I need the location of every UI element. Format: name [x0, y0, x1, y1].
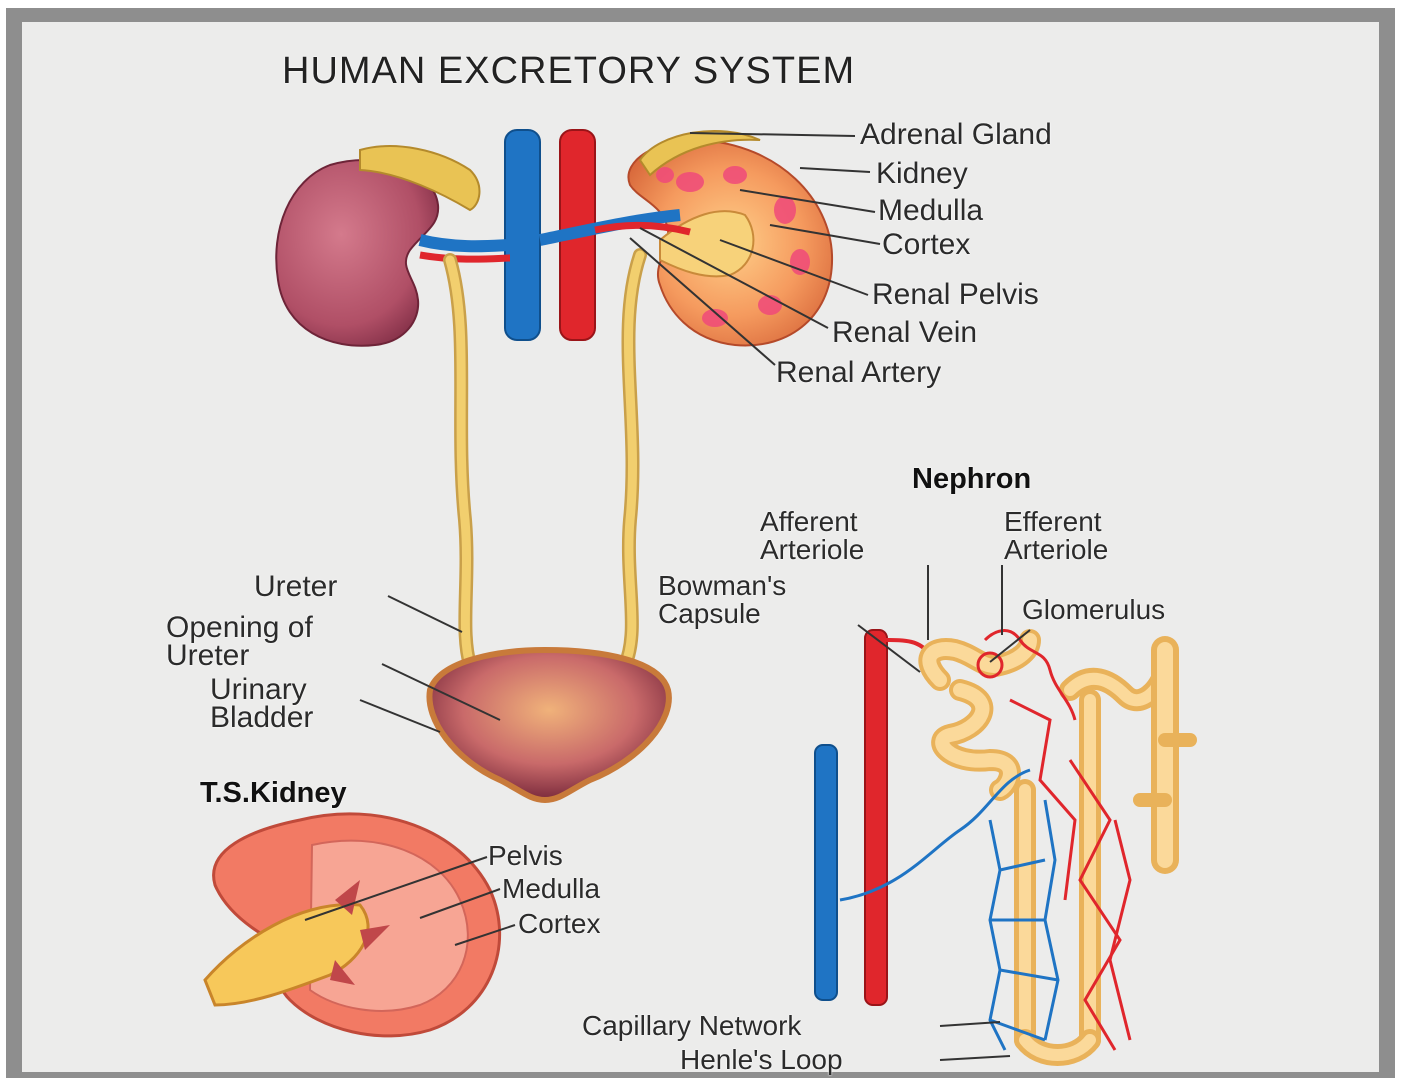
label-urinary-bladder: Urinary Bladder — [210, 676, 313, 732]
ts-kidney-heading: T.S.Kidney — [200, 777, 347, 810]
ts-label-cortex: Cortex — [518, 908, 600, 940]
label-renal-vein: Renal Vein — [832, 316, 977, 350]
ts-kidney-section — [205, 814, 500, 1036]
label-capillary-network: Capillary Network — [582, 1010, 801, 1042]
ts-label-pelvis: Pelvis — [488, 840, 563, 872]
label-ureter: Ureter — [254, 570, 337, 604]
label-renal-artery: Renal Artery — [776, 356, 941, 390]
label-opening-of-ureter: Opening of Ureter — [166, 614, 313, 670]
urinary-bladder — [429, 650, 668, 800]
nephron-vein — [815, 745, 837, 1000]
nephron-heading: Nephron — [912, 463, 1031, 496]
label-adrenal-gland: Adrenal Gland — [860, 118, 1052, 152]
label-efferent-arteriole: Efferent Arteriole — [1004, 508, 1108, 564]
label-afferent-arteriole: Afferent Arteriole — [760, 508, 864, 564]
label-medulla: Medulla — [878, 194, 983, 228]
label-henles-loop: Henle's Loop — [680, 1044, 843, 1076]
label-kidney: Kidney — [876, 157, 968, 191]
nephron-artery — [865, 630, 887, 1005]
vena-cava — [505, 130, 540, 340]
label-bowmans-capsule: Bowman's Capsule — [658, 572, 786, 628]
nephron-tubules — [929, 640, 1190, 1055]
ts-label-medulla: Medulla — [502, 873, 600, 905]
label-cortex: Cortex — [882, 228, 970, 262]
page-title: HUMAN EXCRETORY SYSTEM — [282, 50, 855, 93]
label-glomerulus: Glomerulus — [1022, 594, 1165, 626]
label-renal-pelvis: Renal Pelvis — [872, 278, 1039, 312]
